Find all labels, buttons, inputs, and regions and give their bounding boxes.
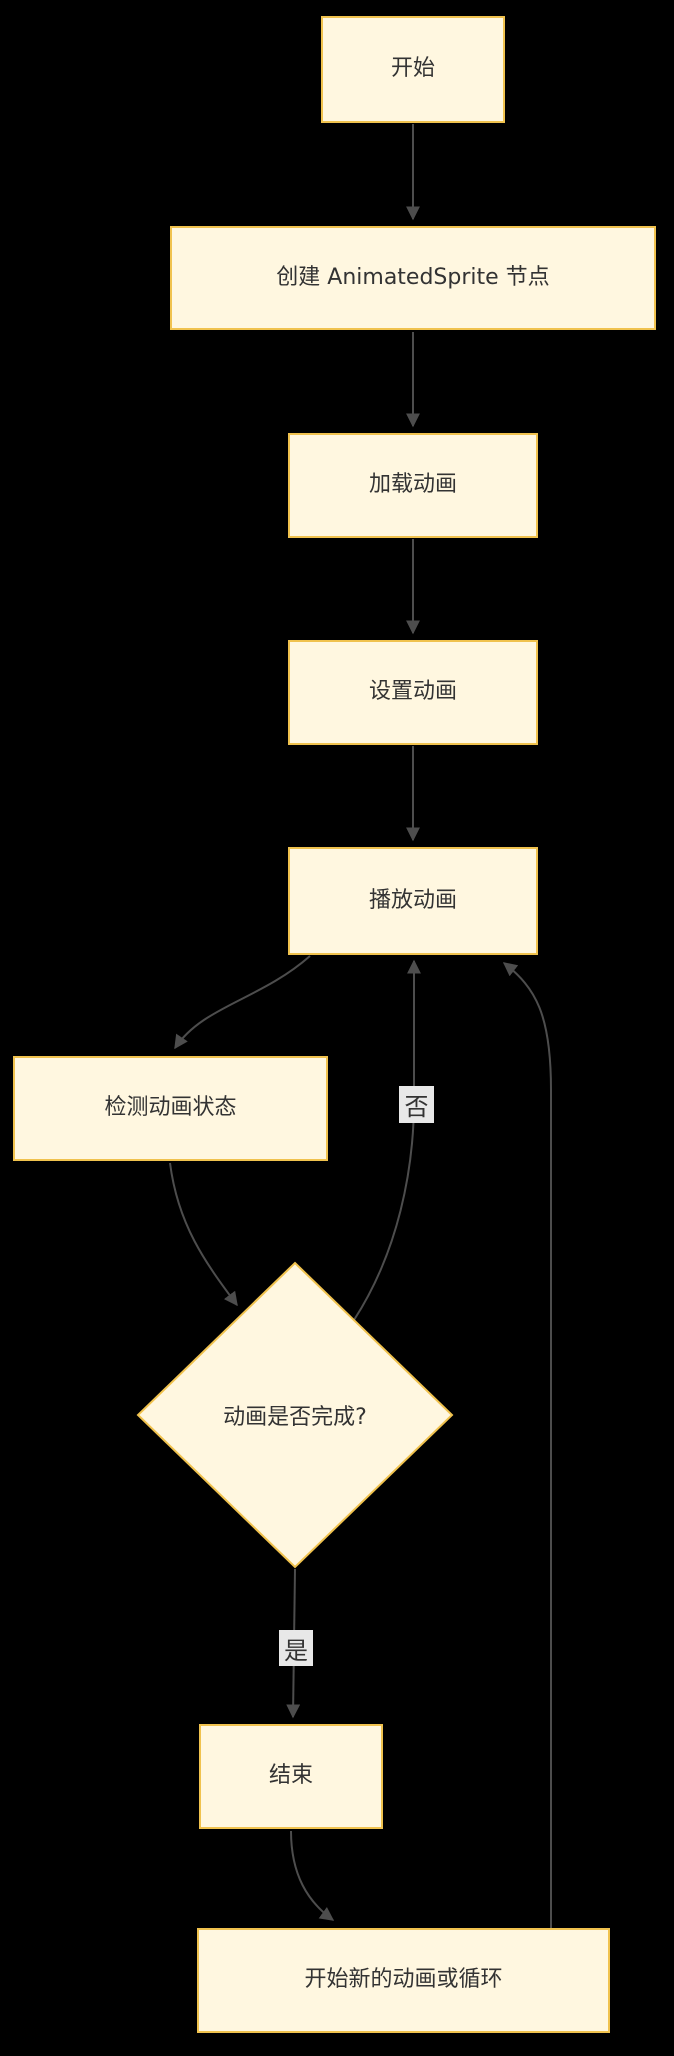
edge-end-loop bbox=[290, 1830, 335, 1921]
node-check-animation-state: 检测动画状态 bbox=[13, 1056, 328, 1161]
node-set-animation: 设置动画 bbox=[288, 640, 538, 745]
node-load-animation: 加载动画 bbox=[288, 433, 538, 538]
node-create-animatedsprite: 创建 AnimatedSprite 节点 bbox=[170, 226, 656, 330]
edge-check-decision bbox=[169, 1162, 238, 1307]
node-start: 开始 bbox=[321, 16, 505, 123]
edge-loop-play bbox=[502, 962, 552, 1928]
node-decision-animation-complete: 动画是否完成? bbox=[223, 1405, 367, 1430]
node-play-animation: 播放动画 bbox=[288, 847, 538, 955]
node-end: 结束 bbox=[199, 1724, 383, 1829]
edge-label-no: 否 bbox=[399, 1086, 434, 1123]
edge-decision-play-no bbox=[353, 959, 421, 1321]
decision-diamond-shape bbox=[136, 1261, 454, 1569]
node-loop-new-animation: 开始新的动画或循环 bbox=[197, 1928, 610, 2033]
edge-label-yes: 是 bbox=[279, 1630, 313, 1666]
edge-play-check bbox=[174, 955, 311, 1050]
